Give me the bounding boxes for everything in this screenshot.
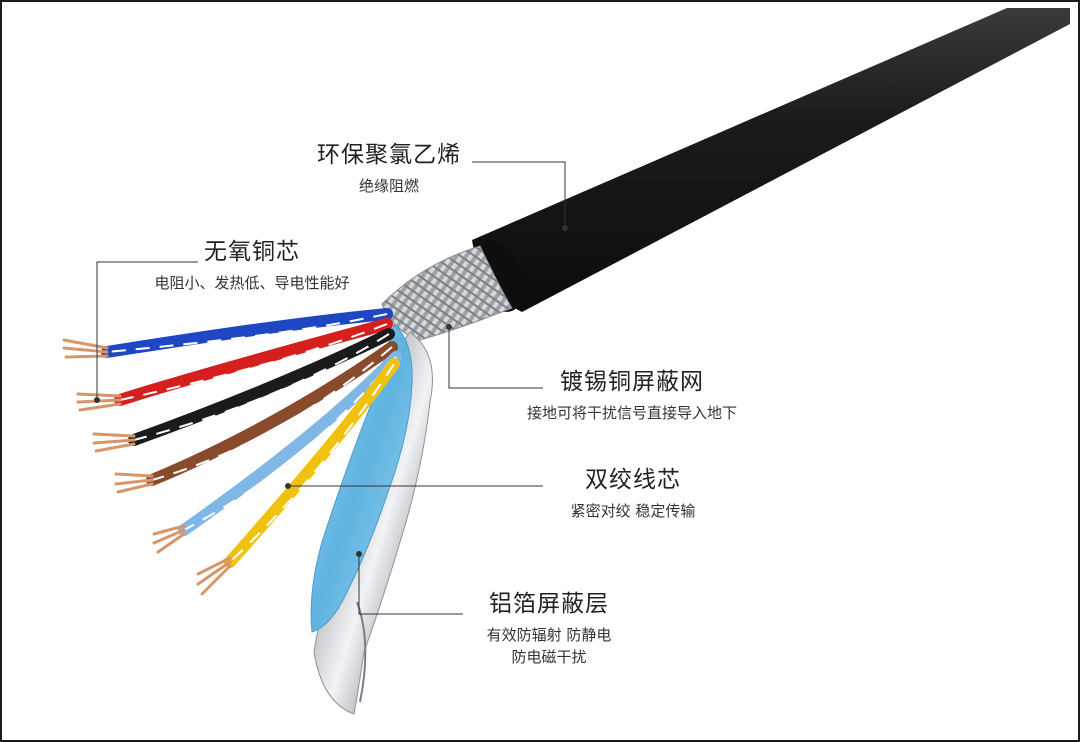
label-twisted-title: 双绞线芯 [585,467,681,493]
label-pvc: 环保聚氯乙烯 绝缘阻燃 [304,135,474,197]
leader-lines [94,161,568,615]
aluminum-foil [310,323,433,715]
label-foil-sub-2: 防电磁干扰 [511,648,587,666]
label-copper-title: 无氧铜芯 [204,239,300,265]
label-braid-sub: 接地可将干扰信号直接导入地下 [526,404,737,422]
twisted-wires [101,308,402,568]
label-braid: 镀锡铜屏蔽网 接地可将干扰信号直接导入地下 [502,362,762,424]
pvc-jacket [469,8,1070,312]
copper-tips [62,338,232,596]
label-braid-title: 镀锡铜屏蔽网 [560,369,704,395]
label-foil-title: 铝箔屏蔽层 [489,591,609,617]
label-foil-sub-1: 有效防辐射 防静电 [486,626,612,644]
label-copper-sub: 电阻小、发热低、导电性能好 [154,274,350,292]
label-copper: 无氧铜芯 电阻小、发热低、导电性能好 [132,232,372,294]
label-twisted-sub: 紧密对绞 稳定传输 [570,502,696,520]
label-pvc-title: 环保聚氯乙烯 [317,142,461,168]
label-twisted: 双绞线芯 紧密对绞 稳定传输 [548,460,718,522]
label-foil: 铝箔屏蔽层 有效防辐射 防静电 防电磁干扰 [464,584,634,668]
label-pvc-sub: 绝缘阻燃 [358,177,419,195]
